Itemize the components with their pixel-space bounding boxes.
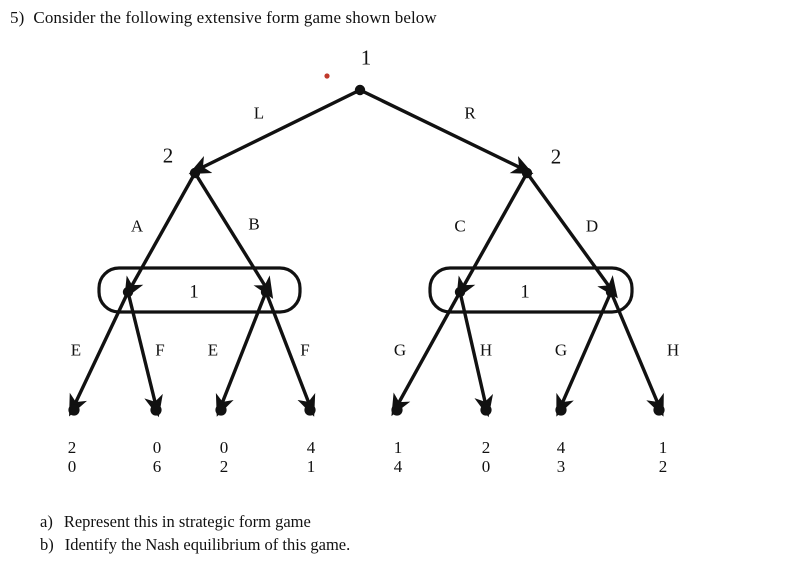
action-label-D: D	[585, 216, 599, 236]
payoff-player1: 4	[556, 438, 566, 457]
edge-root-L	[188, 88, 361, 175]
action-label-G-1: G	[393, 340, 407, 360]
node-iset-right-2	[605, 286, 617, 298]
sub-question-b-text: Identify the Nash equilibrium of this ga…	[64, 535, 351, 554]
node-player2-right	[521, 167, 533, 179]
edge-E-2	[215, 291, 268, 417]
payoff-player1: 0	[219, 438, 229, 457]
payoff-player1: 4	[306, 438, 316, 457]
action-label-H-1: H	[479, 340, 493, 360]
payoff-player1: 1	[393, 438, 403, 457]
sub-question-a-marker: a)	[40, 512, 53, 531]
information-set-label-left: 1	[189, 281, 199, 303]
node-iset-left-1	[122, 286, 134, 298]
terminal-node	[480, 404, 492, 416]
information-set-oval-right	[428, 266, 634, 314]
sub-question-b-marker: b)	[40, 535, 54, 554]
player2-label-left: 2	[162, 143, 174, 168]
edge-B	[193, 172, 274, 299]
payoff-pair: 1 4	[394, 438, 403, 476]
edge-G-1	[391, 291, 462, 417]
payoff-player2: 2	[658, 457, 668, 476]
payoff-pair: 4 3	[557, 438, 566, 476]
sub-question-a-text: Represent this in strategic form game	[63, 512, 311, 531]
action-label-A: A	[130, 216, 144, 236]
terminal-node	[150, 404, 162, 416]
payoff-player1: 1	[658, 438, 668, 457]
question-marker: 5)	[10, 8, 25, 27]
action-label-F-2: F	[300, 340, 310, 360]
node-root-player1	[354, 84, 366, 96]
question-text: Consider the following extensive form ga…	[33, 8, 437, 27]
node-iset-right-1	[454, 286, 466, 298]
root-player-label: 1	[360, 45, 372, 70]
edge-G-2	[556, 291, 613, 417]
action-label-G-2: G	[554, 340, 568, 360]
payoff-player1: 2	[67, 438, 77, 457]
action-label-F-1: F	[155, 340, 165, 360]
action-label-H-2: H	[666, 340, 680, 360]
payoff-player2: 6	[152, 457, 162, 476]
node-iset-left-2	[260, 286, 272, 298]
payoff-player1: 2	[481, 438, 491, 457]
payoff-player2: 0	[67, 457, 77, 476]
player2-label-right: 2	[550, 144, 562, 169]
terminal-node	[215, 404, 227, 416]
payoff-pair: 2 0	[68, 438, 77, 476]
terminal-node	[68, 404, 80, 416]
red-dot-artifact	[324, 73, 330, 79]
action-label-R: R	[464, 103, 476, 123]
payoff-pair: 0 6	[153, 438, 162, 476]
action-label-L: L	[253, 103, 265, 123]
information-set-oval-left	[97, 266, 302, 314]
payoff-pair: 1 2	[659, 438, 668, 476]
sub-question-b: b) Identify the Nash equilibrium of this …	[40, 535, 350, 555]
edge-root-R	[359, 88, 534, 175]
action-label-C: C	[454, 216, 466, 236]
edge-H-2	[609, 291, 664, 417]
terminal-node	[391, 404, 403, 416]
question-heading: 5) Consider the following extensive form …	[10, 8, 437, 28]
terminal-node	[653, 404, 665, 416]
information-set-label-right: 1	[520, 281, 530, 303]
payoff-pair: 0 2	[220, 438, 229, 476]
terminal-node	[555, 404, 567, 416]
edge-F-1	[126, 291, 163, 418]
terminal-node	[304, 404, 316, 416]
edge-C	[456, 172, 529, 300]
payoff-pair: 4 1	[307, 438, 316, 476]
payoff-player2: 3	[556, 457, 566, 476]
payoff-player2: 2	[219, 457, 229, 476]
action-label-B: B	[248, 214, 260, 234]
edge-D	[525, 172, 618, 299]
payoff-player2: 4	[393, 457, 403, 476]
node-player2-left	[189, 167, 201, 179]
payoff-player2: 1	[306, 457, 316, 476]
action-label-E-2: E	[207, 340, 219, 360]
payoff-player1: 0	[152, 438, 162, 457]
action-label-E-1: E	[70, 340, 82, 360]
payoff-player2: 0	[481, 457, 491, 476]
payoff-pair: 2 0	[482, 438, 491, 476]
edge-A	[124, 172, 197, 300]
edge-E-1	[69, 291, 130, 417]
sub-question-a: a) Represent this in strategic form game	[40, 512, 311, 532]
